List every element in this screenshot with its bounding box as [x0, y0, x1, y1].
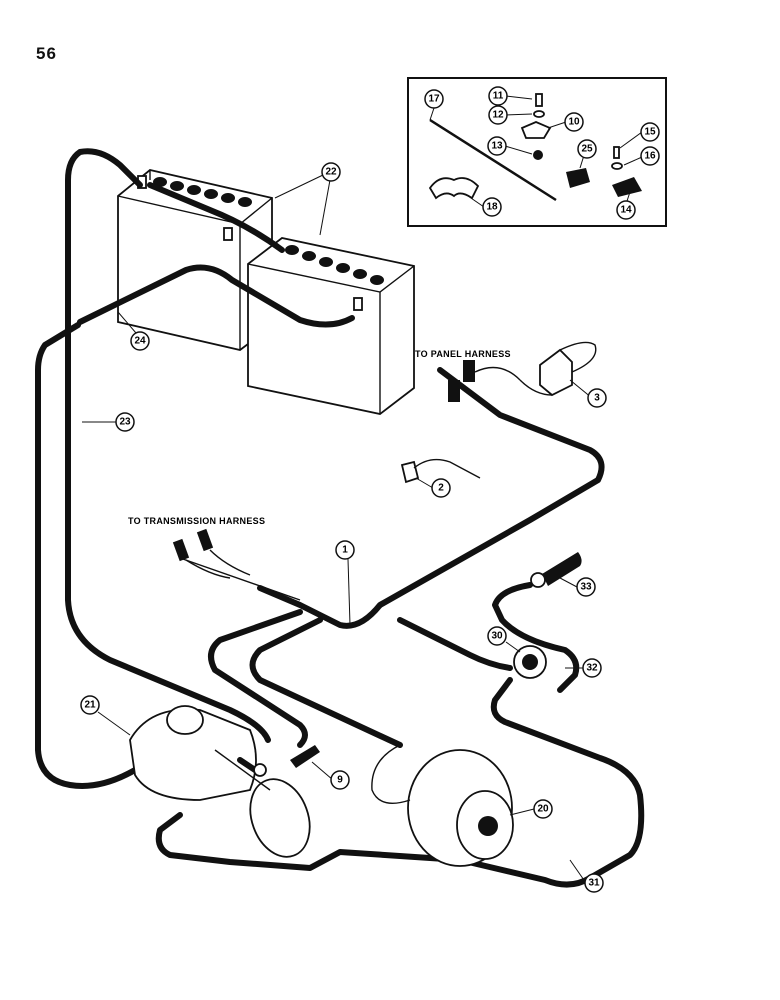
cable-23 — [65, 148, 271, 743]
svg-text:1: 1 — [342, 545, 348, 556]
page-number: 56 — [36, 44, 57, 63]
batteries-22 — [117, 169, 415, 415]
washer-12 — [533, 110, 545, 118]
label-transmission-harness: TO TRANSMISSION HARNESS — [128, 516, 265, 526]
bolt-15 — [613, 146, 620, 159]
callout-16: 16 — [640, 146, 660, 166]
harness-1 — [257, 367, 605, 629]
svg-text:24: 24 — [134, 336, 146, 347]
cable-24 — [77, 264, 355, 328]
svg-text:23: 23 — [119, 417, 131, 428]
callout-33: 33 — [576, 577, 596, 597]
svg-text:31: 31 — [588, 878, 600, 889]
svg-text:18: 18 — [486, 202, 498, 213]
callout-11: 11 — [488, 86, 508, 106]
callout-2: 2 — [431, 478, 451, 498]
battery-ground — [35, 322, 138, 789]
connector-9 — [290, 745, 320, 768]
callout-22: 22 — [321, 162, 341, 182]
nut-13 — [533, 150, 543, 160]
sender-33 — [530, 552, 582, 588]
svg-text:33: 33 — [580, 582, 592, 593]
callout-23: 23 — [115, 412, 135, 432]
panel-connectors — [448, 341, 597, 402]
clamp-18 — [428, 177, 480, 200]
callout-12: 12 — [488, 105, 508, 125]
clip-14 — [612, 177, 642, 197]
svg-text:32: 32 — [586, 663, 598, 674]
svg-text:2: 2 — [438, 483, 444, 494]
cable-tie-17 — [429, 118, 557, 202]
svg-text:15: 15 — [644, 127, 656, 138]
callout-14: 14 — [616, 200, 636, 220]
svg-text:30: 30 — [491, 631, 503, 642]
svg-text:14: 14 — [620, 205, 632, 216]
svg-text:21: 21 — [84, 700, 96, 711]
alternator-20 — [371, 744, 514, 867]
callout-13: 13 — [487, 136, 507, 156]
label-panel-harness: TO PANEL HARNESS — [415, 349, 511, 359]
callout-32: 32 — [582, 658, 602, 678]
callout-30: 30 — [487, 626, 507, 646]
callout-18: 18 — [482, 197, 502, 217]
cable-31 — [155, 677, 645, 888]
clip-25 — [566, 168, 590, 188]
svg-text:9: 9 — [337, 775, 343, 786]
callout-3: 3 — [587, 388, 607, 408]
svg-text:12: 12 — [492, 110, 504, 121]
leaders — [82, 95, 643, 884]
clip-10 — [520, 121, 552, 139]
callout-17: 17 — [424, 89, 444, 109]
transmission-connectors — [172, 528, 251, 579]
svg-text:16: 16 — [644, 151, 656, 162]
svg-text:13: 13 — [491, 141, 503, 152]
svg-text:22: 22 — [325, 167, 337, 178]
relay-30 — [513, 645, 547, 679]
svg-text:25: 25 — [581, 144, 593, 155]
callout-24: 24 — [130, 331, 150, 351]
svg-text:11: 11 — [493, 91, 504, 102]
callout-31: 31 — [584, 873, 604, 893]
bolt-11 — [535, 93, 543, 107]
callout-15: 15 — [640, 122, 660, 142]
svg-text:20: 20 — [537, 804, 549, 815]
sender-2 — [400, 458, 481, 484]
nut-16 — [611, 162, 623, 170]
callout-25: 25 — [577, 139, 597, 159]
svg-text:3: 3 — [594, 393, 600, 404]
callout-20: 20 — [533, 799, 553, 819]
cable-32 — [492, 582, 580, 693]
callout-9: 9 — [330, 770, 350, 790]
svg-text:10: 10 — [568, 117, 580, 128]
callout-10: 10 — [564, 112, 584, 132]
callout-21: 21 — [80, 695, 100, 715]
cables — [35, 148, 645, 888]
svg-text:17: 17 — [428, 94, 440, 105]
callout-1: 1 — [335, 540, 355, 560]
switch-3 — [539, 348, 573, 397]
starter-21 — [129, 705, 311, 858]
